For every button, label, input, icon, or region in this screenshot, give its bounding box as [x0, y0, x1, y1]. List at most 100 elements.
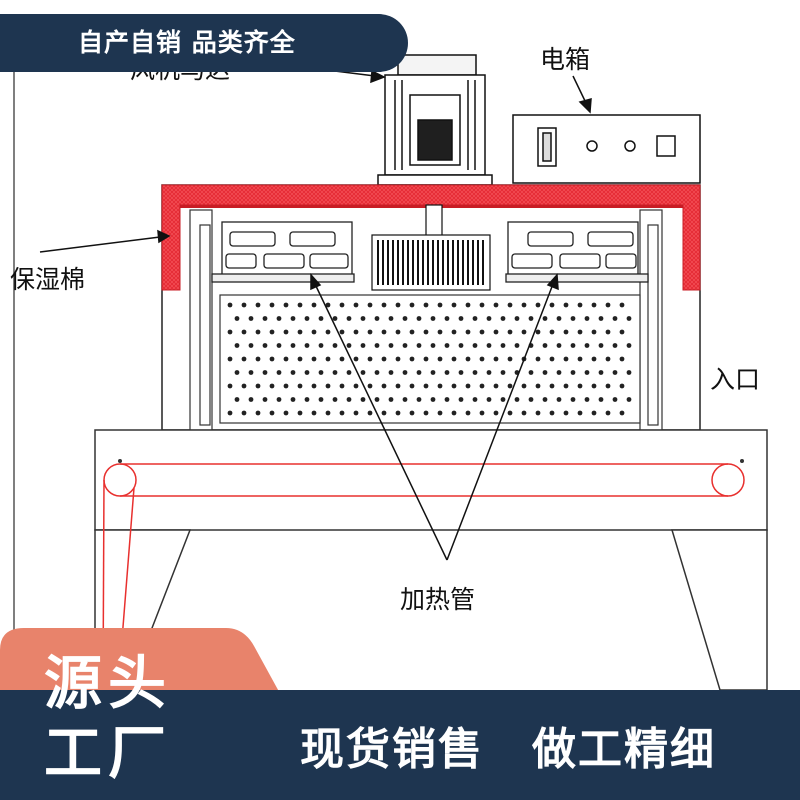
perforation-hole: [367, 302, 373, 308]
perforation-hole: [234, 397, 240, 402]
perforation-hole: [290, 343, 296, 348]
perforation-hole: [269, 356, 275, 362]
perforation-hole: [255, 383, 261, 389]
perforation-hole: [444, 343, 450, 348]
perforation-hole: [262, 370, 268, 375]
fan-wheel: [371, 204, 491, 291]
perforation-hole: [542, 343, 548, 348]
perforation-hole: [458, 316, 464, 321]
perforation-hole: [297, 356, 303, 362]
perforation-hole: [500, 397, 506, 402]
perforation-hole: [577, 329, 583, 335]
perforation-hole: [507, 383, 513, 389]
perforation-hole: [465, 302, 471, 308]
perforation-hole: [283, 356, 289, 362]
perforation-hole: [234, 370, 240, 375]
perforation-hole: [584, 343, 590, 348]
perforation-hole: [430, 370, 436, 375]
perforation-hole: [451, 302, 457, 308]
perforation-hole: [577, 410, 583, 416]
perforation-hole: [514, 316, 520, 321]
perforation-hole: [339, 302, 345, 308]
perforation-hole: [542, 370, 548, 375]
perforation-hole: [458, 343, 464, 348]
label-entrance: 入口: [710, 365, 761, 394]
perforation-hole: [486, 370, 492, 375]
perforation-hole: [626, 316, 632, 321]
perforation-hole: [514, 397, 520, 402]
perforation-hole: [535, 302, 541, 308]
perforation-hole: [451, 329, 457, 335]
perforation-hole: [535, 356, 541, 362]
perforation-hole: [262, 397, 268, 402]
perforation-hole: [486, 397, 492, 402]
perforation-hole: [241, 410, 247, 416]
top-banner: [0, 14, 408, 72]
perforation-hole: [276, 316, 282, 321]
perforation-hole: [507, 329, 513, 335]
perforation-hole: [360, 397, 366, 402]
perforation-hole: [311, 302, 317, 308]
slogan-row: 现货销售 做工精细: [270, 690, 800, 800]
perforation-hole: [325, 356, 331, 362]
perforation-hole: [318, 370, 324, 375]
perforation-hole: [290, 397, 296, 402]
perforation-hole: [472, 370, 478, 375]
conveyor-base: [94, 429, 768, 691]
perforation-hole: [297, 329, 303, 335]
banner-text: 自产自销 品类齐全: [78, 28, 296, 57]
perforation-hole: [444, 316, 450, 321]
perforation-hole: [451, 383, 457, 389]
perforation-hole: [444, 397, 450, 402]
perforation-hole: [521, 329, 527, 335]
perforation-hole: [507, 356, 513, 362]
perforation-hole: [311, 329, 317, 335]
perforation-hole: [227, 329, 233, 335]
perforation-hole: [528, 370, 534, 375]
perforation-hole: [472, 316, 478, 321]
perforation-hole: [570, 316, 576, 321]
perforation-hole: [521, 383, 527, 389]
perforation-hole: [584, 316, 590, 321]
perforation-hole: [276, 397, 282, 402]
perforation-hole: [570, 370, 576, 375]
perforation-hole: [332, 397, 338, 402]
perforation-hole: [479, 383, 485, 389]
perforation-hole: [591, 410, 597, 416]
perforation-hole: [283, 302, 289, 308]
perforation-hole: [521, 302, 527, 308]
perforation-hole: [577, 302, 583, 308]
perforation-hole: [304, 343, 310, 348]
perforation-hole: [255, 410, 261, 416]
perforation-hole: [367, 410, 373, 416]
perforation-hole: [304, 370, 310, 375]
perforation-hole: [248, 397, 254, 402]
perforation-hole: [619, 329, 625, 335]
perforation-hole: [318, 397, 324, 402]
perforation-hole: [437, 383, 443, 389]
perforation-hole: [248, 370, 254, 375]
perforation-hole: [374, 343, 380, 348]
perforation-hole: [535, 410, 541, 416]
badge-line-1: 源头: [44, 649, 173, 717]
perforation-hole: [325, 302, 331, 308]
perforation-hole: [493, 356, 499, 362]
perforation-hole: [619, 383, 625, 389]
perforation-hole: [570, 343, 576, 348]
perforation-hole: [241, 356, 247, 362]
perforation-hole: [234, 316, 240, 321]
perforation-hole: [619, 410, 625, 416]
perforation-hole: [402, 370, 408, 375]
perforation-hole: [612, 397, 618, 402]
perforation-hole: [269, 302, 275, 308]
perforation-hole: [255, 329, 261, 335]
perforation-hole: [563, 329, 569, 335]
perforation-hole: [563, 356, 569, 362]
perforation-hole: [283, 410, 289, 416]
perforation-hole: [479, 410, 485, 416]
heater-unit-left: [211, 221, 355, 283]
perforation-hole: [549, 410, 555, 416]
perforation-hole: [353, 356, 359, 362]
perforation-hole: [374, 397, 380, 402]
perforation-hole: [549, 383, 555, 389]
